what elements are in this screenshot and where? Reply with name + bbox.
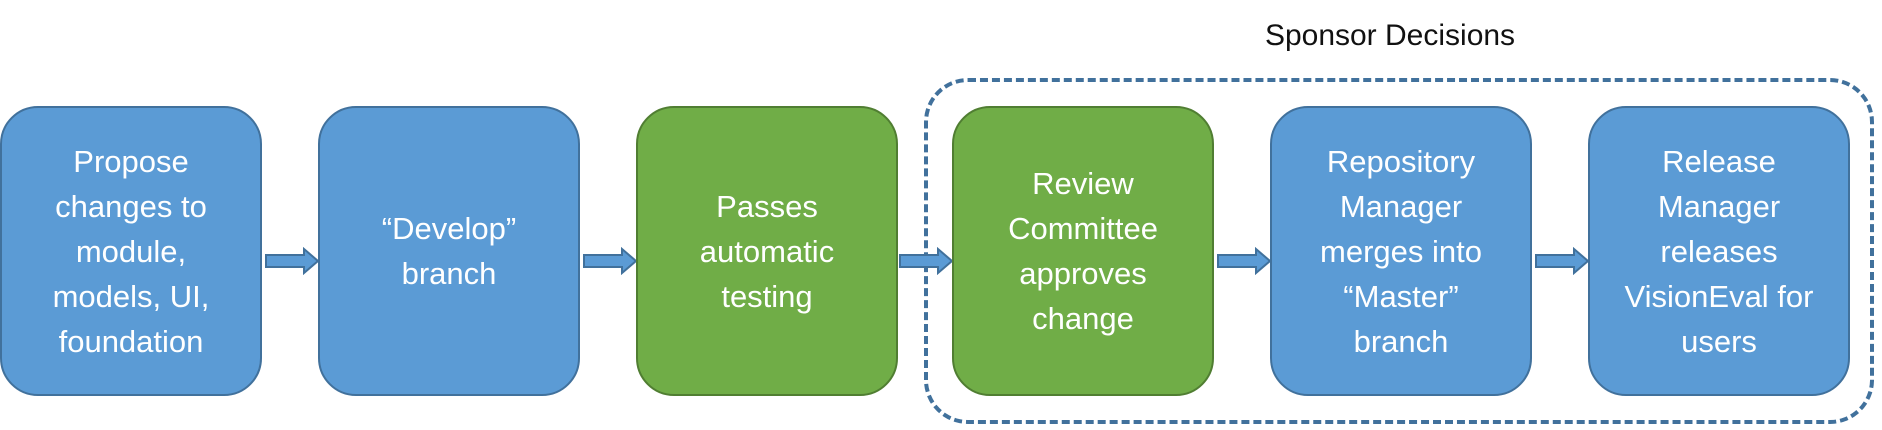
step-develop-branch: “Develop” branch bbox=[318, 106, 580, 396]
arrow-icon bbox=[1535, 247, 1590, 275]
sponsor-decisions-group-border bbox=[924, 78, 1874, 424]
step-release-manager: Release Manager releases VisionEval for … bbox=[1588, 106, 1850, 396]
step-review-committee: Review Committee approves change bbox=[952, 106, 1214, 396]
arrow-icon bbox=[1217, 247, 1272, 275]
arrow-icon bbox=[265, 247, 320, 275]
step-automatic-testing: Passes automatic testing bbox=[636, 106, 898, 396]
step-propose-changes: Propose changes to module, models, UI, f… bbox=[0, 106, 262, 396]
arrow-icon bbox=[583, 247, 638, 275]
sponsor-decisions-title: Sponsor Decisions bbox=[1264, 19, 1516, 52]
step-repository-manager: Repository Manager merges into “Master” … bbox=[1270, 106, 1532, 396]
arrow-icon bbox=[899, 247, 954, 275]
